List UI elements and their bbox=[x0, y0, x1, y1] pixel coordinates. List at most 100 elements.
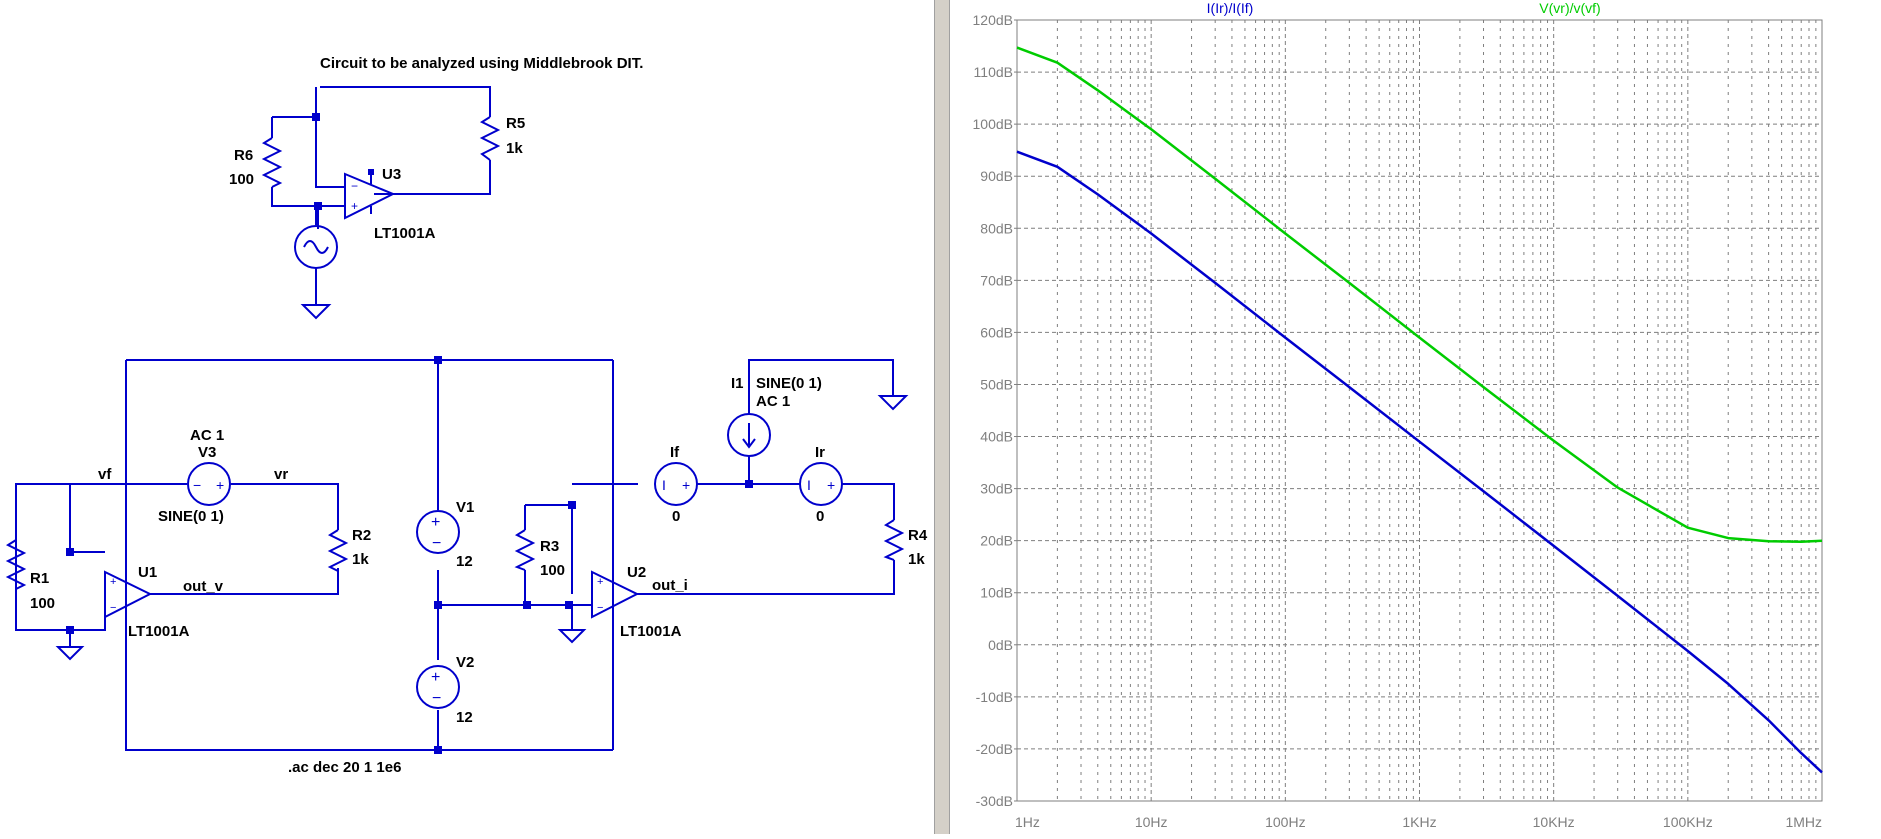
voltage-source-v2[interactable]: + − V2 12 bbox=[416, 654, 474, 726]
resistor-r1[interactable]: R1 100 bbox=[5, 539, 55, 612]
trace-legend-label: I(Ir)/I(If) bbox=[1207, 0, 1254, 16]
net-label-vf: vf bbox=[98, 466, 112, 483]
svg-text:I: I bbox=[807, 477, 811, 493]
v1-value: 12 bbox=[456, 553, 473, 570]
svg-text:−: − bbox=[193, 477, 201, 493]
v1-label: V1 bbox=[456, 499, 474, 516]
v2-label: V2 bbox=[456, 654, 474, 671]
r6-label: R6 bbox=[234, 147, 253, 164]
voltage-source-v3[interactable]: − + AC 1 V3 SINE(0 1) bbox=[158, 427, 231, 525]
trace-voltage-ratio bbox=[1016, 46, 1823, 543]
voltage-source-v1[interactable]: + − V1 12 bbox=[416, 499, 474, 570]
net-label-vr: vr bbox=[274, 466, 288, 483]
r2-label: R2 bbox=[352, 527, 371, 544]
svg-text:+: + bbox=[216, 477, 224, 493]
plot-grid bbox=[1016, 19, 1822, 802]
y-tick-label: -10dB bbox=[976, 689, 1013, 705]
r3-label: R3 bbox=[540, 538, 559, 555]
resistor-r3[interactable]: R3 100 bbox=[514, 529, 565, 579]
ir-label: Ir bbox=[815, 444, 825, 461]
x-tick-label: 1MHz bbox=[1785, 814, 1822, 830]
i1-label: I1 bbox=[731, 375, 744, 392]
x-tick-label: 10KHz bbox=[1533, 814, 1575, 830]
opamp-u3[interactable]: − + U3 LT1001A bbox=[344, 166, 436, 242]
y-tick-label: 60dB bbox=[980, 324, 1013, 340]
net-label-out-v: out_v bbox=[183, 578, 224, 595]
resistor-r6[interactable]: R6 100 bbox=[229, 137, 283, 188]
pane-splitter[interactable] bbox=[934, 0, 950, 834]
y-tick-label: 0dB bbox=[988, 637, 1013, 653]
u2-label: U2 bbox=[627, 564, 646, 581]
current-source-if[interactable]: I + If 0 bbox=[654, 444, 698, 525]
opamp-u2[interactable]: + − U2 LT1001A bbox=[591, 564, 682, 640]
y-tick-label: 70dB bbox=[980, 272, 1013, 288]
x-tick-label: 1KHz bbox=[1402, 814, 1436, 830]
y-tick-label: 40dB bbox=[980, 429, 1013, 445]
y-tick-label: 100dB bbox=[973, 116, 1013, 132]
v3-label: V3 bbox=[198, 444, 216, 461]
y-tick-label: 50dB bbox=[980, 376, 1013, 392]
r4-value: 1k bbox=[908, 551, 925, 568]
i1-sine: SINE(0 1) bbox=[756, 375, 822, 392]
svg-text:I: I bbox=[662, 477, 666, 493]
trace-legend-label: V(vr)/v(vf) bbox=[1539, 0, 1600, 16]
ac-source-top[interactable] bbox=[294, 210, 338, 320]
traces bbox=[1016, 46, 1823, 774]
y-tick-label: 120dB bbox=[973, 12, 1013, 28]
plot-frame bbox=[1016, 19, 1823, 802]
resistor-r5[interactable]: R5 1k bbox=[479, 115, 525, 161]
x-tick-label: 100KHz bbox=[1663, 814, 1713, 830]
net-label-out-i: out_i bbox=[652, 577, 688, 594]
trace-current-ratio bbox=[1016, 150, 1823, 774]
schematic-title: Circuit to be analyzed using Middlebrook… bbox=[320, 55, 643, 72]
u3-part: LT1001A bbox=[374, 225, 436, 242]
x-tick-label: 100Hz bbox=[1265, 814, 1305, 830]
ir-value: 0 bbox=[816, 508, 824, 525]
r5-label: R5 bbox=[506, 115, 525, 132]
i1-ac: AC 1 bbox=[756, 393, 790, 410]
svg-text:+: + bbox=[682, 477, 690, 493]
x-tick-label: 1Hz bbox=[1015, 814, 1040, 830]
top-circuit[interactable]: R6 100 R5 1k − + U3 LT1001A bbox=[229, 86, 525, 320]
svg-text:+: + bbox=[431, 514, 440, 531]
opamp-u1[interactable]: + − U1 LT1001A bbox=[104, 564, 190, 640]
if-label: If bbox=[670, 444, 680, 461]
bode-plot[interactable]: 120dB110dB100dB90dB80dB70dB60dB50dB40dB3… bbox=[950, 0, 1881, 834]
trace-legend[interactable]: I(Ir)/I(If) V(vr)/v(vf) bbox=[1207, 0, 1601, 16]
y-tick-label: 10dB bbox=[980, 585, 1013, 601]
r2-value: 1k bbox=[352, 551, 369, 568]
svg-text:−: − bbox=[432, 690, 441, 707]
bottom-circuit[interactable]: R1 100 R2 1k + − U1 LT1001A − + AC 1 V3 … bbox=[5, 356, 928, 776]
resistor-r2[interactable]: R2 1k bbox=[327, 527, 371, 572]
x-tick-label: 10Hz bbox=[1135, 814, 1168, 830]
u2-part: LT1001A bbox=[620, 623, 682, 640]
if-value: 0 bbox=[672, 508, 680, 525]
u1-label: U1 bbox=[138, 564, 157, 581]
current-source-i1[interactable]: I1 SINE(0 1) AC 1 bbox=[727, 359, 909, 484]
y-tick-label: 90dB bbox=[980, 168, 1013, 184]
current-source-ir[interactable]: I + Ir 0 bbox=[799, 444, 843, 525]
y-axis: 120dB110dB100dB90dB80dB70dB60dB50dB40dB3… bbox=[973, 12, 1017, 809]
svg-text:−: − bbox=[597, 602, 603, 614]
spice-directive[interactable]: .ac dec 20 1 1e6 bbox=[288, 759, 401, 776]
svg-text:+: + bbox=[351, 199, 358, 213]
svg-text:+: + bbox=[827, 477, 835, 493]
schematic-pane[interactable]: Circuit to be analyzed using Middlebrook… bbox=[0, 0, 934, 834]
r5-value: 1k bbox=[506, 140, 523, 157]
u3-label: U3 bbox=[382, 166, 401, 183]
v3-ac: AC 1 bbox=[190, 427, 224, 444]
y-tick-label: -30dB bbox=[976, 793, 1013, 809]
v2-value: 12 bbox=[456, 709, 473, 726]
svg-text:+: + bbox=[431, 669, 440, 686]
r6-value: 100 bbox=[229, 171, 254, 188]
u1-part: LT1001A bbox=[128, 623, 190, 640]
resistor-r4[interactable]: R4 1k bbox=[883, 519, 928, 568]
y-tick-label: 30dB bbox=[980, 481, 1013, 497]
svg-text:+: + bbox=[597, 576, 603, 588]
y-tick-label: 110dB bbox=[974, 64, 1013, 80]
svg-text:−: − bbox=[351, 179, 358, 193]
schematic-canvas[interactable]: Circuit to be analyzed using Middlebrook… bbox=[0, 0, 934, 834]
x-axis: 1Hz 10Hz 100Hz 1KHz 10KHz 100KHz 1MHz bbox=[1015, 814, 1822, 830]
y-tick-label: 20dB bbox=[980, 533, 1013, 549]
